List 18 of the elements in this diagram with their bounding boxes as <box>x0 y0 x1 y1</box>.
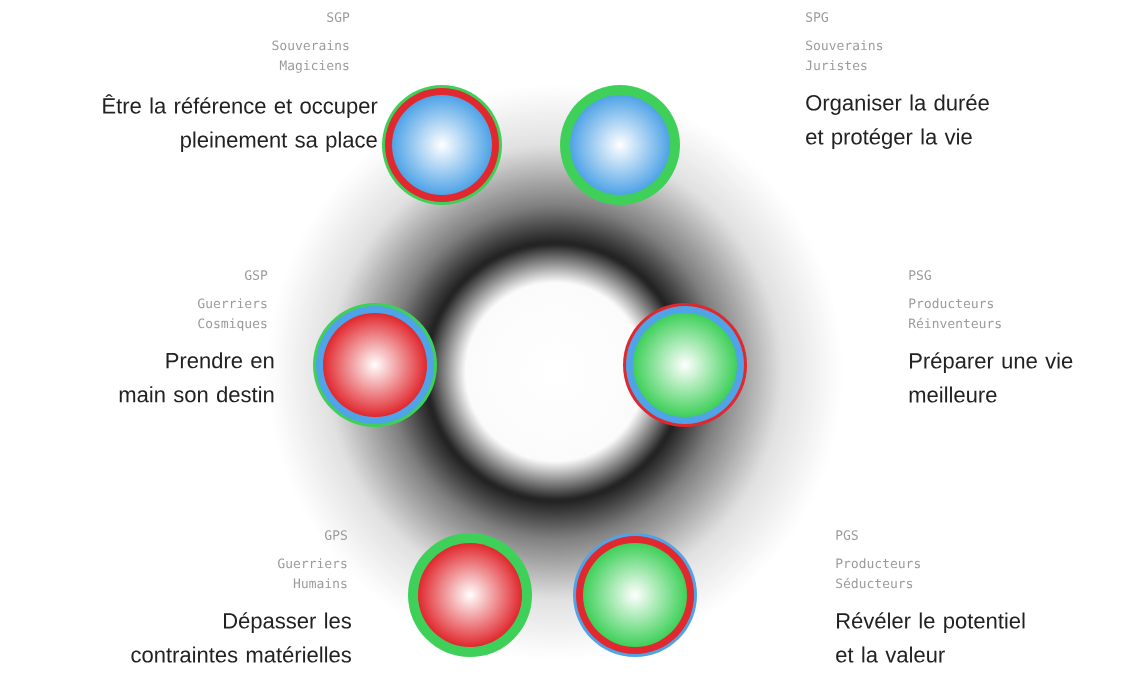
group-label: Guerriers Humains <box>278 558 347 589</box>
code-label: PSG <box>909 270 931 281</box>
group-label: Guerriers Cosmiques <box>198 298 267 331</box>
group-label: Producteurs Réinventeurs <box>909 298 1001 329</box>
motto-text: Préparer une vie meilleure <box>909 352 1073 403</box>
motto-text: Organiser la durée et protéger la vie <box>806 94 989 149</box>
group-label: Producteurs Séducteurs <box>836 558 920 589</box>
group-label: Souverains Magiciens <box>272 40 349 73</box>
motto-text: Prendre en main son destin <box>119 352 274 403</box>
motto-text: Être la référence et occuper pleinement sa place <box>103 94 378 152</box>
code-label: GSP <box>244 270 268 281</box>
motto-text: Révéler le potentiel et la valeur <box>836 612 1025 663</box>
code-label: SPG <box>806 12 828 23</box>
code-label: SGP <box>327 12 350 23</box>
group-label: Souverains Juristes <box>805 40 883 71</box>
code-label: GPS <box>324 530 347 541</box>
code-label: PGS <box>836 530 858 541</box>
motto-text: Dépasser les contraintes matérielles <box>131 612 351 663</box>
